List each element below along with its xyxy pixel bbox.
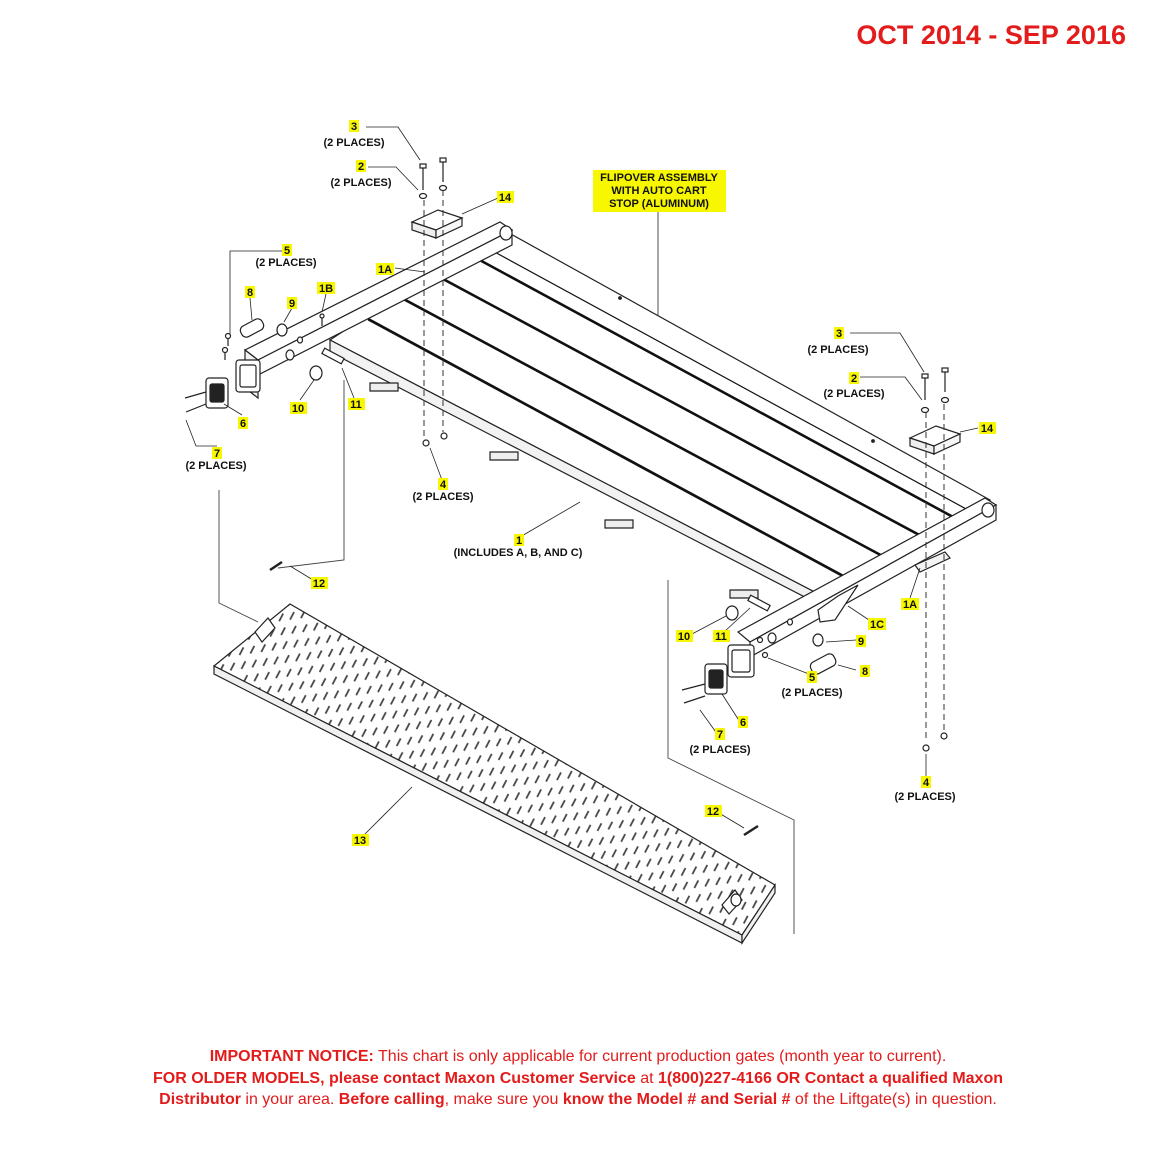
notice-line-1: IMPORTANT NOTICE: This chart is only app…: [40, 1046, 1116, 1068]
callout-1A-right: 1A: [903, 599, 917, 611]
side-rail-right: [727, 497, 998, 678]
callout-11-left: 11: [350, 399, 362, 411]
flipover-platform: [328, 227, 992, 611]
notice-make-sure: , make sure you: [444, 1091, 563, 1108]
includes-note: (INCLUDES A, B, AND C): [454, 547, 583, 559]
callout-7-left: 7: [214, 448, 220, 460]
hardware-bolts: [184, 157, 950, 837]
important-notice: IMPORTANT NOTICE: This chart is only app…: [40, 1046, 1116, 1111]
callout-3-left: 3: [351, 121, 357, 133]
callout-10-left: 10: [292, 403, 304, 415]
callout-1C: 1C: [870, 619, 884, 631]
date-range-header: OCT 2014 - SEP 2016: [856, 20, 1126, 50]
places-3-left: (2 PLACES): [323, 137, 384, 149]
notice-line-3: Distributor in your area. Before calling…: [40, 1089, 1116, 1111]
callout-8-left: 8: [247, 287, 253, 299]
callout-1: 1: [516, 535, 522, 547]
callout-4-right: 4: [923, 777, 930, 789]
places-2-right: (2 PLACES): [823, 388, 884, 400]
callout-11-right: 11: [715, 631, 727, 643]
assembly-title-line2: WITH AUTO CART: [611, 185, 707, 197]
callout-14-right: 14: [981, 423, 994, 435]
callout-1B: 1B: [319, 283, 333, 295]
callout-7-right: 7: [717, 729, 723, 741]
notice-line-1-text: This chart is only applicable for curren…: [373, 1048, 947, 1065]
callout-3-right: 3: [836, 328, 842, 340]
places-7-right: (2 PLACES): [689, 744, 750, 756]
callout-13: 13: [354, 835, 366, 847]
notice-older-models: FOR OLDER MODELS, please contact Maxon C…: [152, 1069, 636, 1087]
places-4-right: (2 PLACES): [894, 791, 955, 803]
side-rail-left: [235, 221, 514, 400]
exploded-parts-diagram: FLIPOVER ASSEMBLY WITH AUTO CART STOP (A…: [184, 120, 998, 945]
callout-2-right: 2: [851, 373, 857, 385]
assembly-title-line1: FLIPOVER ASSEMBLY: [600, 172, 718, 184]
places-3-right: (2 PLACES): [807, 344, 868, 356]
grouping-lines: [218, 380, 795, 934]
places-5-left: (2 PLACES): [255, 257, 316, 269]
notice-model-serial: know the Model # and Serial #: [562, 1091, 791, 1108]
notice-line-3-rest: of the Liftgate(s) in question.: [790, 1091, 997, 1108]
places-7-left: (2 PLACES): [185, 460, 246, 472]
callout-6-left: 6: [240, 418, 246, 430]
places-4-left: (2 PLACES): [412, 491, 473, 503]
notice-distributor: Distributor: [159, 1091, 241, 1108]
callout-5-left: 5: [284, 245, 290, 257]
places-2-left: (2 PLACES): [330, 177, 391, 189]
notice-in-area: in your area.: [240, 1091, 339, 1108]
callout-10-right: 10: [678, 631, 690, 643]
callout-5-right: 5: [809, 672, 815, 684]
callout-9-right: 9: [858, 636, 864, 648]
notice-phone: 1(800)227-4166 OR Contact a qualified Ma…: [658, 1069, 1003, 1087]
ramp-13: [212, 603, 776, 945]
notice-line-2: FOR OLDER MODELS, please contact Maxon C…: [40, 1068, 1116, 1090]
callout-12-left: 12: [313, 578, 325, 590]
alignment-lines: [423, 190, 945, 742]
callout-9-left: 9: [289, 298, 295, 310]
callout-labels: FLIPOVER ASSEMBLY WITH AUTO CART STOP (A…: [185, 120, 996, 847]
notice-at: at: [635, 1069, 658, 1087]
callout-6-right: 6: [740, 717, 746, 729]
notice-before-calling: Before calling: [338, 1091, 445, 1108]
assembly-title-line3: STOP (ALUMINUM): [609, 198, 709, 210]
callout-4-left: 4: [440, 479, 447, 491]
notice-heading: IMPORTANT NOTICE:: [209, 1048, 374, 1065]
callout-2-left: 2: [358, 161, 364, 173]
callout-12-right: 12: [707, 806, 719, 818]
places-5-right: (2 PLACES): [781, 687, 842, 699]
callout-14-left: 14: [499, 192, 512, 204]
callout-1A-left: 1A: [378, 264, 392, 276]
callout-8-right: 8: [862, 666, 868, 678]
